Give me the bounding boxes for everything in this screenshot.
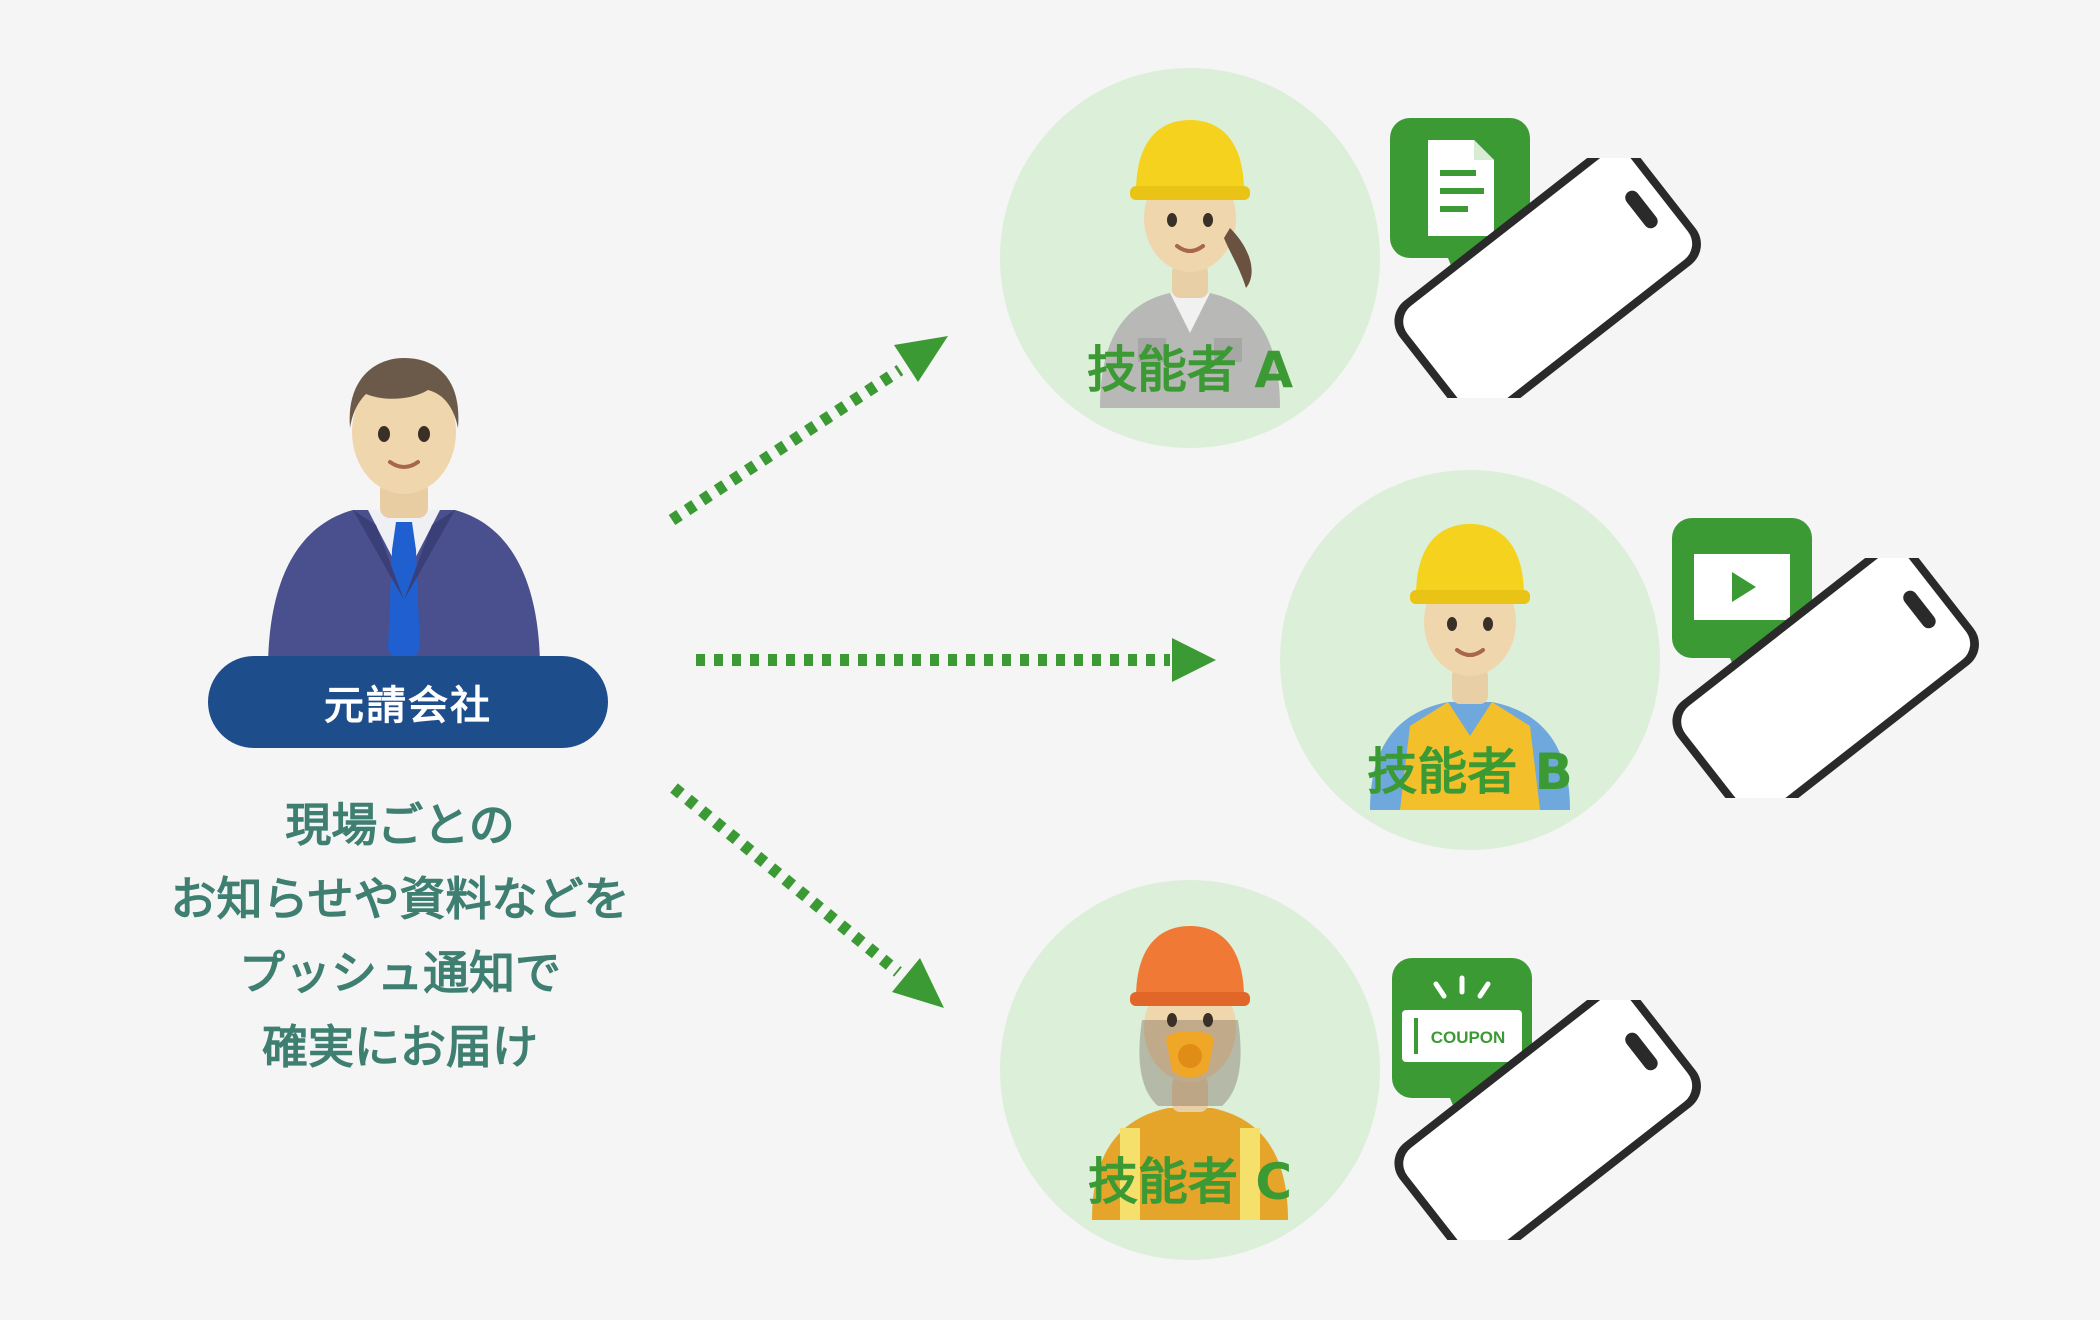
recipient-a: 技能者 A (1000, 68, 1380, 448)
arrow-to-worker-c (670, 783, 944, 1008)
office-worker-avatar (268, 358, 540, 670)
worker-c-avatar (1092, 926, 1288, 1220)
recipient-label: 技能者 B (1367, 743, 1573, 801)
recipient-b: 技能者 B (1280, 470, 1660, 850)
smartphone-c (1394, 1000, 1701, 1240)
recipient-label: 技能者 C (1087, 1153, 1293, 1211)
recipient-c: 技能者 C (1000, 880, 1380, 1260)
description-line: 確実にお届け (262, 1020, 538, 1074)
worker-b-avatar (1370, 524, 1570, 810)
recipient-label: 技能者 A (1086, 341, 1294, 399)
smartphone-b (1672, 558, 1979, 798)
arrow-to-worker-b (696, 638, 1216, 682)
sender-description: 現場ごとの お知らせや資料などを プッシュ通知で 確実にお届け (100, 788, 700, 1084)
description-line: プッシュ通知で (239, 946, 561, 1000)
smartphone-a (1394, 158, 1701, 398)
sender-badge: 元請会社 (208, 656, 608, 748)
description-line: お知らせや資料などを (170, 872, 630, 926)
worker-a-avatar (1100, 120, 1280, 408)
arrow-to-worker-a (668, 336, 948, 526)
coupon-text: COUPON (1431, 1028, 1506, 1047)
description-line: 現場ごとの (285, 798, 515, 852)
sender-label: 元請会社 (324, 683, 492, 729)
